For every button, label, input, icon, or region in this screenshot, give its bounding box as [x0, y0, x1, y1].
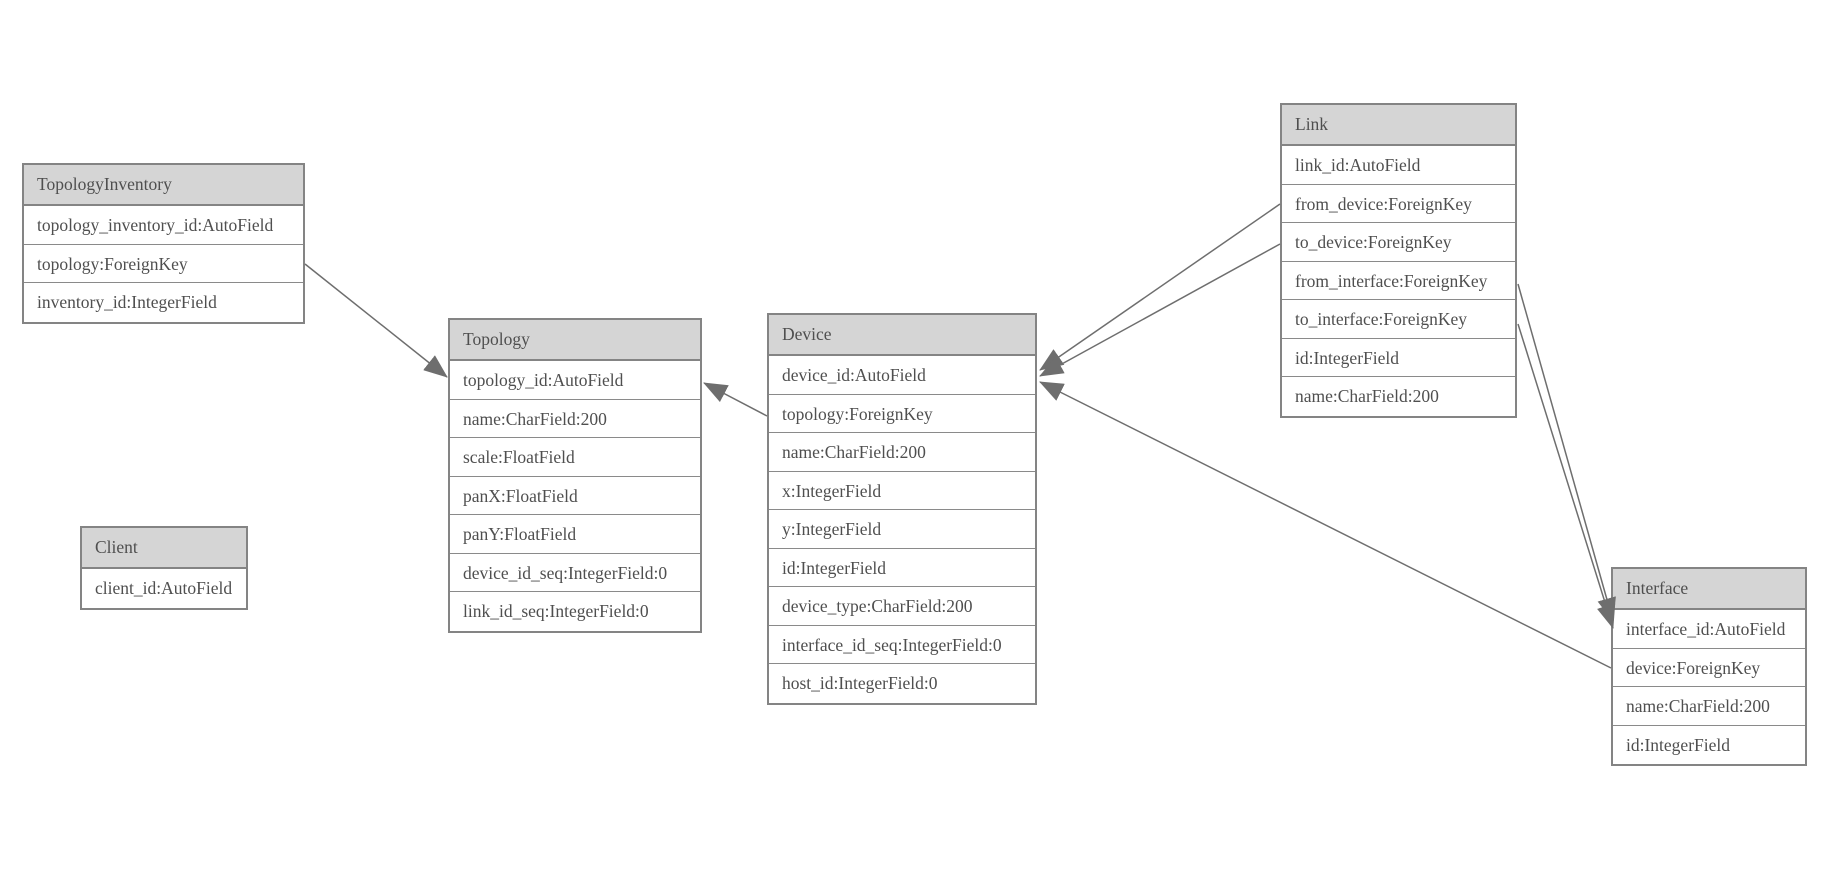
- entity-link-field-link-id: link_id:AutoField: [1282, 146, 1515, 185]
- entity-interface-title: Interface: [1613, 569, 1805, 610]
- entity-topology-field-link-id-seq: link_id_seq:IntegerField:0: [450, 592, 700, 631]
- entity-client-title: Client: [82, 528, 246, 569]
- entity-link-title: Link: [1282, 105, 1515, 146]
- entity-device-field-name: name:CharField:200: [769, 433, 1035, 472]
- entity-interface-field-interface-id: interface_id:AutoField: [1613, 610, 1805, 649]
- relation-link-tointerface-interface-line: [1517, 323, 1616, 629]
- entity-topology-field-panx: panX:FloatField: [450, 476, 700, 515]
- entity-device-field-y: y:IntegerField: [769, 510, 1035, 549]
- entity-client[interactable]: Client client_id:AutoField: [80, 526, 248, 610]
- entity-topology-inventory-field-topology: topology:ForeignKey: [24, 244, 303, 283]
- entity-device-field-id: id:IntegerField: [769, 548, 1035, 587]
- entity-device-field-topology: topology:ForeignKey: [769, 394, 1035, 433]
- entity-topology-inventory[interactable]: TopologyInventory topology_inventory_id:…: [22, 163, 305, 324]
- entity-device[interactable]: Device device_id:AutoField topology:Fore…: [767, 313, 1037, 705]
- entity-topology-inventory-field-topology-inventory-id: topology_inventory_id:AutoField: [24, 206, 303, 245]
- entity-topology-field-scale: scale:FloatField: [450, 438, 700, 477]
- entity-interface-field-name: name:CharField:200: [1613, 687, 1805, 726]
- entity-interface[interactable]: Interface interface_id:AutoField device:…: [1611, 567, 1807, 766]
- relation-link-todevice-device-line: [1039, 243, 1281, 377]
- entity-device-field-x: x:IntegerField: [769, 471, 1035, 510]
- entity-topology-field-name: name:CharField:200: [450, 399, 700, 438]
- relation-device-topology-line: [703, 382, 768, 417]
- entity-device-field-device-id: device_id:AutoField: [769, 356, 1035, 395]
- entity-topology[interactable]: Topology topology_id:AutoField name:Char…: [448, 318, 702, 633]
- entity-link-field-from-device: from_device:ForeignKey: [1282, 184, 1515, 223]
- relation-link-fromdevice-device-line: [1039, 203, 1281, 371]
- entity-topology-field-pany: panY:FloatField: [450, 515, 700, 554]
- entity-link-field-from-interface: from_interface:ForeignKey: [1282, 261, 1515, 300]
- entity-topology-title: Topology: [450, 320, 700, 361]
- entity-device-field-interface-id-seq: interface_id_seq:IntegerField:0: [769, 625, 1035, 664]
- entity-interface-field-id: id:IntegerField: [1613, 725, 1805, 764]
- entity-topology-inventory-field-inventory-id: inventory_id:IntegerField: [24, 283, 303, 322]
- entity-link-field-name: name:CharField:200: [1282, 377, 1515, 416]
- entity-topology-field-topology-id: topology_id:AutoField: [450, 361, 700, 400]
- entity-topology-field-device-id-seq: device_id_seq:IntegerField:0: [450, 553, 700, 592]
- relation-topologyinventory-topology-line: [304, 263, 448, 378]
- entity-link[interactable]: Link link_id:AutoField from_device:Forei…: [1280, 103, 1517, 418]
- entity-link-field-to-interface: to_interface:ForeignKey: [1282, 300, 1515, 339]
- entity-link-field-id: id:IntegerField: [1282, 338, 1515, 377]
- entity-topology-inventory-title: TopologyInventory: [24, 165, 303, 206]
- relation-interface-device-line: [1039, 381, 1612, 669]
- relation-link-frominterface-interface-line: [1517, 283, 1616, 622]
- entity-link-field-to-device: to_device:ForeignKey: [1282, 223, 1515, 262]
- entity-device-field-host-id: host_id:IntegerField:0: [769, 664, 1035, 703]
- entity-interface-field-device: device:ForeignKey: [1613, 648, 1805, 687]
- entity-device-field-device-type: device_type:CharField:200: [769, 587, 1035, 626]
- entity-device-title: Device: [769, 315, 1035, 356]
- entity-client-field-client-id: client_id:AutoField: [82, 569, 246, 608]
